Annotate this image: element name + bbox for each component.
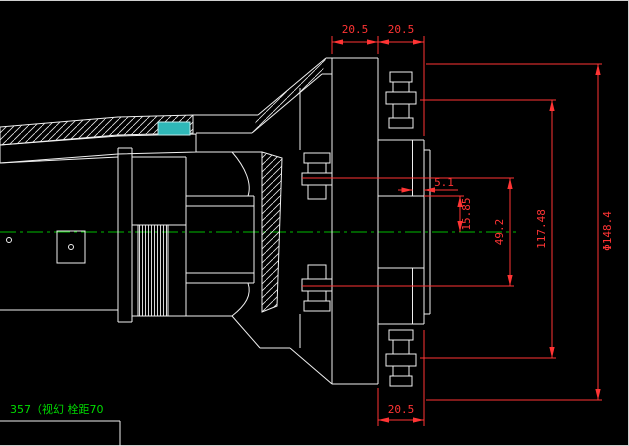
dim-flange-od — [426, 63, 602, 401]
dim-top-left-label: 20.5 — [342, 23, 369, 36]
dimension-annotations: 20.5 20.5 5.1 15.85 49.2 117.48 — [302, 23, 614, 426]
dim-bolt-span — [420, 99, 556, 359]
dim-flange-od-label: Φ148.4 — [601, 211, 614, 251]
dim-bore — [424, 195, 464, 232]
wheel-stud-top — [301, 152, 333, 200]
dim-stud-span-label: 49.2 — [493, 219, 506, 246]
dim-stud-span — [302, 177, 514, 287]
flange-bolt-top — [385, 71, 417, 129]
highlighted-seal-segment — [157, 121, 191, 136]
wheel-stud-bottom — [301, 264, 333, 312]
flange-bolt-bottom — [385, 329, 417, 387]
dim-bottom — [377, 330, 425, 426]
axle-shaft-section — [0, 114, 255, 323]
annotation-note: 357（视幻 栓距70 — [10, 402, 104, 416]
dim-bore-label: 15.85 — [460, 197, 473, 230]
dim-bolt-span-label: 117.48 — [535, 209, 548, 249]
knuckle-housing-section — [193, 57, 333, 385]
flange-hub-section — [326, 57, 431, 385]
dim-top-right-label: 20.5 — [388, 23, 415, 36]
dim-wall-label: 5.1 — [434, 176, 454, 189]
dim-top — [331, 36, 425, 136]
dim-bottom-label: 20.5 — [388, 403, 415, 416]
title-block — [0, 420, 121, 446]
